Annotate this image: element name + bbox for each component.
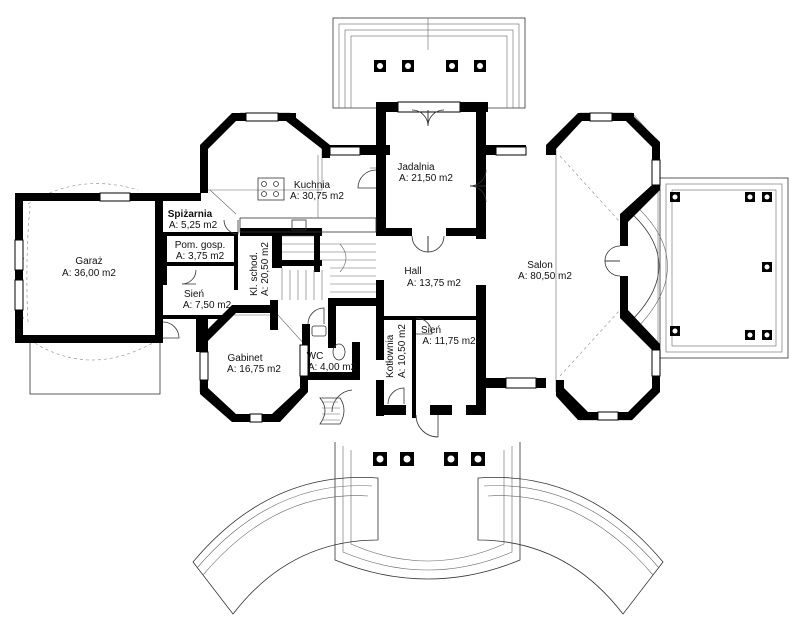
salon-dashed-lines	[559, 155, 621, 377]
room-wc-name: WC	[307, 351, 324, 362]
door-swings	[162, 109, 621, 438]
room-pom-gosp-area: A: 3,75 m2	[176, 251, 225, 262]
room-hall-area: A: 13,75 m2	[407, 278, 461, 289]
top-portico	[332, 17, 526, 109]
room-sien-right-area: A: 11,75 m2	[422, 336, 476, 347]
room-pom-gosp-name: Pom. gosp.	[175, 240, 226, 251]
room-gabinet-area: A: 16,75 m2	[227, 364, 281, 375]
front-stairs	[192, 442, 664, 615]
right-terrace	[659, 177, 789, 359]
room-garaz-name: Garaż	[75, 256, 102, 267]
room-kotlownia-name: Kotłownia	[385, 334, 396, 378]
room-hall-name: Hall	[404, 266, 421, 277]
salon-bay-arc	[629, 211, 660, 323]
room-kl-schod-area: A: 20,50 m2	[260, 242, 271, 296]
top-columns	[374, 60, 486, 72]
garage-apron	[29, 341, 161, 395]
room-gabinet-name: Gabinet	[227, 353, 262, 364]
terrace-columns	[670, 192, 772, 340]
room-sien-left-name: Sień	[184, 289, 204, 300]
windows	[14, 101, 661, 423]
room-kuchnia-name: Kuchnia	[294, 180, 331, 191]
front-columns	[373, 452, 485, 466]
room-salon-area: A: 80,50 m2	[518, 271, 572, 282]
room-jadalnia-name: Jadalnia	[397, 162, 435, 173]
wc-fixtures	[311, 325, 346, 361]
stair-steps	[281, 235, 376, 425]
kitchen-fixtures	[209, 155, 377, 233]
room-salon-name: Salon	[527, 260, 553, 271]
room-kuchnia-area: A: 30,75 m2	[290, 191, 344, 202]
room-spizarnia-area: A: 5,25 m2	[169, 220, 218, 231]
room-labels: Garaż A: 36,00 m2 Spiżarnia A: 5,25 m2 P…	[62, 162, 572, 378]
room-sien-right-name: Sień	[421, 325, 441, 336]
room-jadalnia-area: A: 21,50 m2	[399, 173, 453, 184]
room-sien-left-area: A: 7,50 m2	[183, 300, 232, 311]
room-spizarnia-name: Spiżarnia	[168, 209, 213, 220]
room-kl-schod-name: Kl. schod.	[249, 252, 260, 296]
room-wc-area: A: 4,00 m2	[308, 362, 357, 373]
room-garaz-area: A: 36,00 m2	[62, 268, 116, 279]
room-kotlownia-area: A: 10,50 m2	[397, 324, 408, 378]
